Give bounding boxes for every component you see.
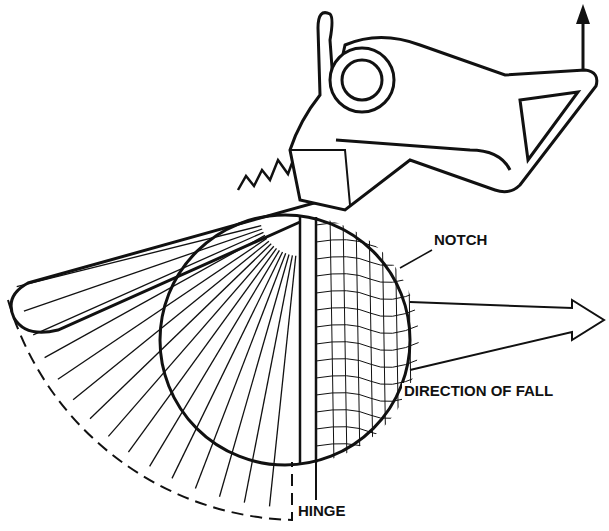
direction-label: DIRECTION OF FALL <box>402 383 555 400</box>
grain-ray <box>330 215 334 465</box>
sweep-line <box>270 256 296 507</box>
grain-line <box>316 427 420 436</box>
lift-arrow <box>582 22 585 70</box>
grain-ray <box>369 215 373 465</box>
hinge-edge <box>315 217 318 463</box>
grain-line <box>316 359 420 368</box>
sweep-line <box>150 250 280 466</box>
guide-bar <box>11 198 332 332</box>
hinge-leader <box>315 462 317 500</box>
back-cut <box>299 216 302 464</box>
grain-line <box>316 410 420 419</box>
notch-leader <box>400 250 432 268</box>
grain-line <box>316 240 420 249</box>
grain-line <box>316 223 420 232</box>
grain-ray <box>395 215 399 465</box>
wood-grain <box>316 215 420 465</box>
grain-ray <box>356 215 360 465</box>
grain-line <box>316 257 420 266</box>
grain-ray <box>382 215 386 465</box>
lift-arrowhead <box>576 4 590 24</box>
part-label: HINGE <box>296 503 348 520</box>
part-label: NOTCH <box>432 232 489 249</box>
fall-arrow <box>410 300 604 370</box>
grain-ray <box>343 215 347 465</box>
grain-line <box>316 444 420 453</box>
grain-line <box>316 274 420 283</box>
chainsaw <box>290 13 597 210</box>
grain-ray <box>408 215 412 465</box>
sweep-line <box>195 253 285 488</box>
